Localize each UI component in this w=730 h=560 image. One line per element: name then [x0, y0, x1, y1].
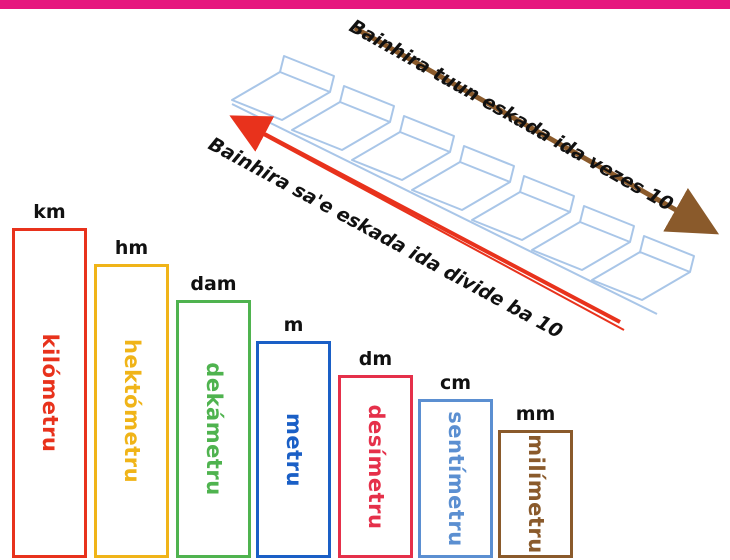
- unit-abbr-cm: cm: [439, 372, 472, 394]
- staircase: [231, 55, 695, 315]
- unit-column-dm: desímetru: [338, 375, 413, 558]
- unit-name-dm: desímetru: [363, 404, 388, 529]
- unit-column-hm: hektómetru: [94, 264, 169, 558]
- unit-column-km: kilómetru: [12, 228, 87, 558]
- unit-name-mm: milímetru: [523, 434, 548, 554]
- unit-abbr-mm: mm: [515, 403, 556, 425]
- unit-abbr-dm: dm: [358, 348, 393, 370]
- stair-riser: [339, 85, 395, 123]
- stair-riser: [639, 235, 695, 273]
- unit-abbr-hm: hm: [114, 237, 149, 259]
- stair-riser: [459, 145, 515, 183]
- stair-step: [531, 221, 631, 271]
- unit-name-cm: sentímetru: [443, 410, 468, 547]
- stair-riser: [519, 175, 575, 213]
- unit-column-m: metru: [256, 341, 331, 558]
- top-color-bar: [0, 0, 730, 9]
- stair-step: [591, 251, 691, 301]
- unit-column-cm: sentímetru: [418, 399, 493, 558]
- stair-step: [291, 101, 391, 151]
- unit-column-mm: milímetru: [498, 430, 573, 558]
- unit-name-hm: hektómetru: [119, 338, 144, 484]
- unit-column-dam: dekámetru: [176, 300, 251, 558]
- stair-riser: [579, 205, 635, 243]
- up-arrow: [229, 115, 621, 324]
- stair-riser: [399, 115, 455, 153]
- stair-step: [411, 161, 511, 211]
- stair-step: [231, 71, 331, 121]
- unit-name-km: kilómetru: [37, 333, 62, 453]
- stair-step: [351, 131, 451, 181]
- stair-base-edge: [231, 103, 658, 315]
- unit-name-m: metru: [281, 412, 306, 487]
- unit-abbr-dam: dam: [190, 273, 237, 295]
- stair-riser: [279, 55, 335, 93]
- down-arrow: [353, 25, 720, 235]
- unit-abbr-m: m: [283, 314, 304, 336]
- unit-abbr-km: km: [33, 201, 66, 223]
- unit-name-dam: dekámetru: [201, 362, 226, 496]
- stair-step: [471, 191, 571, 241]
